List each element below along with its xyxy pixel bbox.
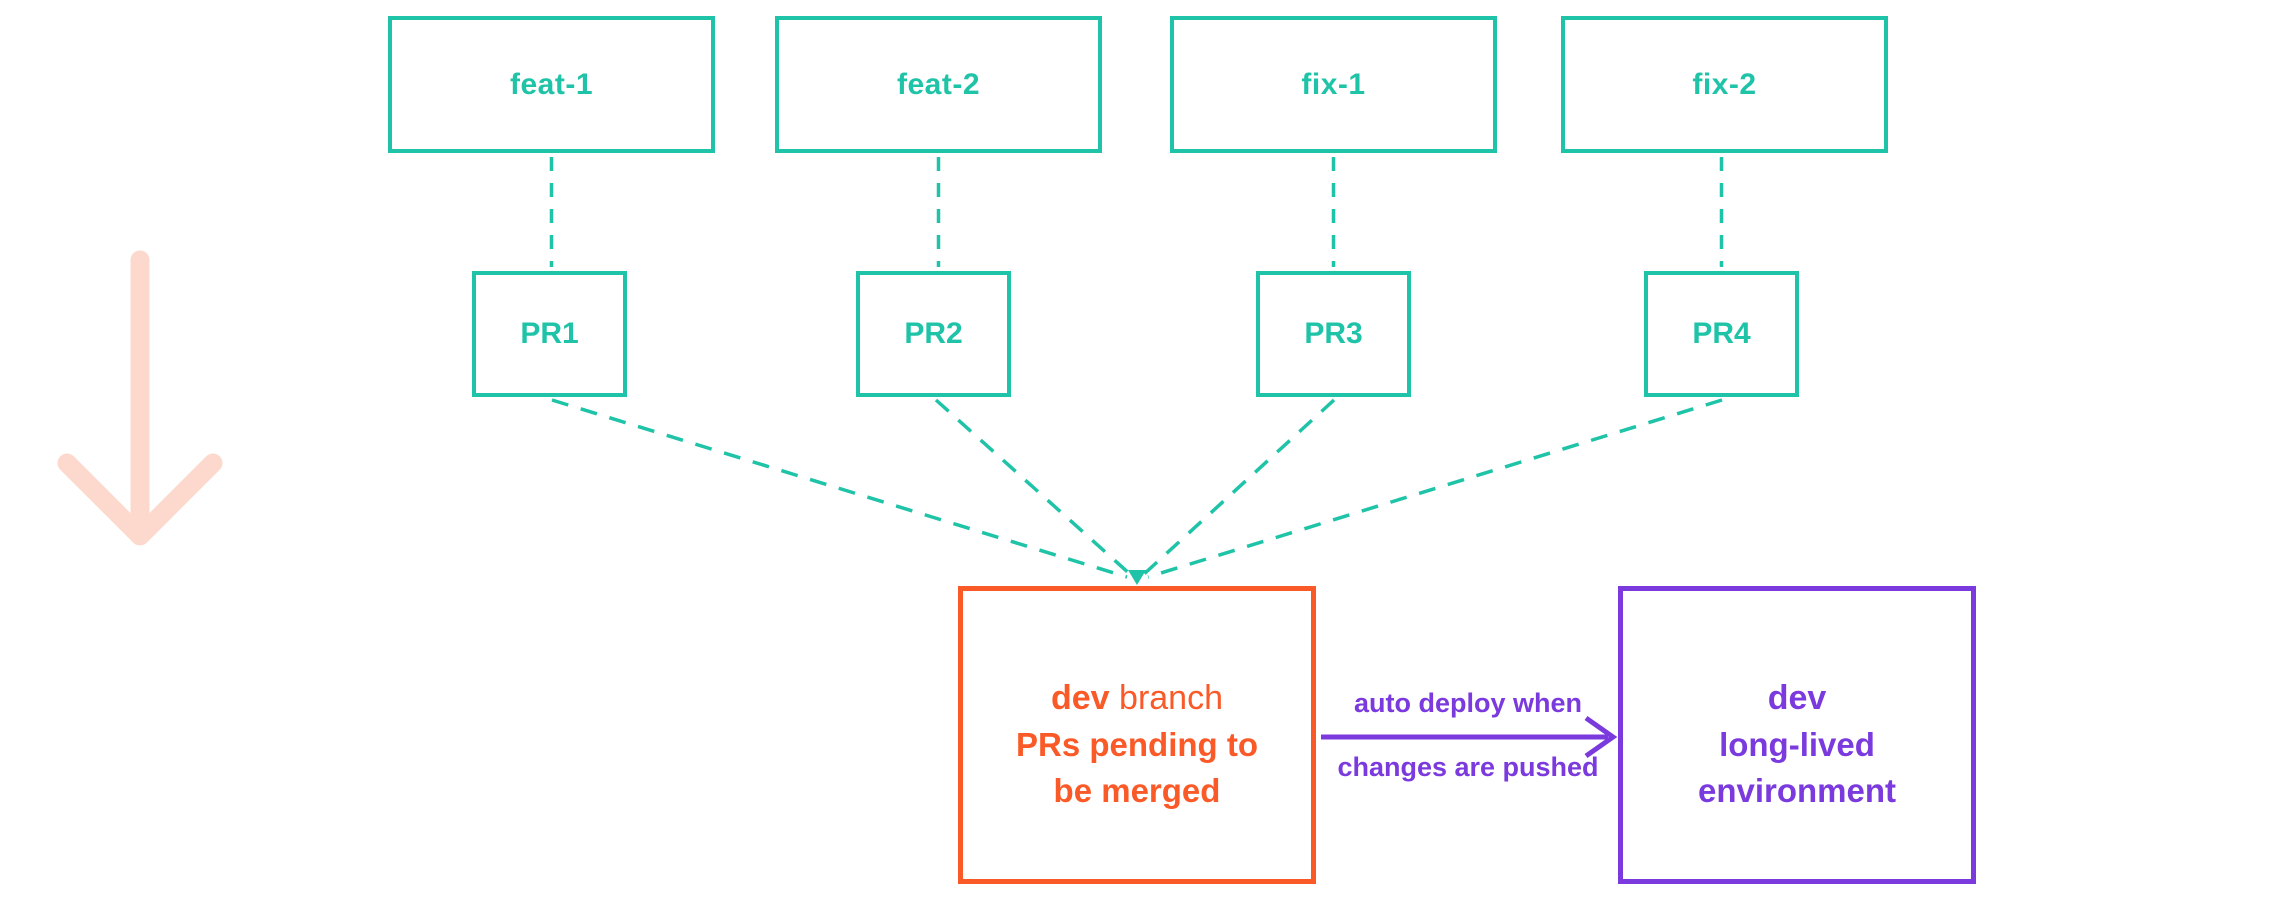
dev-branch-title-rest: branch (1109, 678, 1223, 717)
deploy-arrow-icon (1321, 715, 1618, 759)
dev-env-title: dev (1698, 675, 1896, 722)
dashed-connector (1141, 398, 1336, 577)
branch-node-fix-2: fix-2 (1561, 16, 1888, 153)
pr-node-1: PR1 (472, 271, 627, 397)
deploy-arrow-label-line1: auto deploy when (1353, 688, 1582, 718)
dev-env-subtitle-1: long-lived (1719, 725, 1875, 763)
merge-arrowhead-icon (1128, 570, 1146, 585)
pr-node-4: PR4 (1644, 271, 1799, 397)
dashed-connector (1147, 398, 1723, 579)
dev-branch-subtitle-2: be merged (1053, 771, 1221, 809)
branch-node-fix-1: fix-1 (1170, 16, 1497, 153)
pr-label: PR3 (1304, 317, 1363, 350)
branch-node-feat-1: feat-1 (388, 16, 715, 153)
pr-label: PR4 (1692, 317, 1751, 350)
branch-node-feat-2: feat-2 (775, 16, 1102, 153)
down-arrow-icon (57, 250, 223, 546)
pr-node-3: PR3 (1256, 271, 1411, 397)
branch-label: feat-1 (509, 67, 594, 101)
deploy-arrow-label-line2: changes are pushed (1337, 752, 1599, 782)
dev-branch-node: dev branch PRs pending to be merged (958, 586, 1316, 884)
branch-label: fix-1 (1301, 67, 1366, 101)
dashed-connector (934, 398, 1133, 577)
dev-env-subtitle-2: environment (1697, 771, 1897, 809)
dev-branch-title-bold: dev (1051, 678, 1110, 717)
dev-environment-node: dev long-lived environment (1618, 586, 1976, 884)
branch-label: feat-2 (896, 67, 981, 101)
pr-label: PR2 (904, 317, 963, 350)
pr-node-2: PR2 (856, 271, 1011, 397)
pr-label: PR1 (520, 317, 579, 350)
branch-label: fix-2 (1692, 67, 1757, 101)
dev-env-title-bold: dev (1767, 678, 1827, 717)
dev-branch-subtitle-1: PRs pending to (1016, 725, 1258, 763)
dashed-connector (551, 398, 1128, 579)
dev-branch-title: dev branch (1016, 675, 1258, 722)
